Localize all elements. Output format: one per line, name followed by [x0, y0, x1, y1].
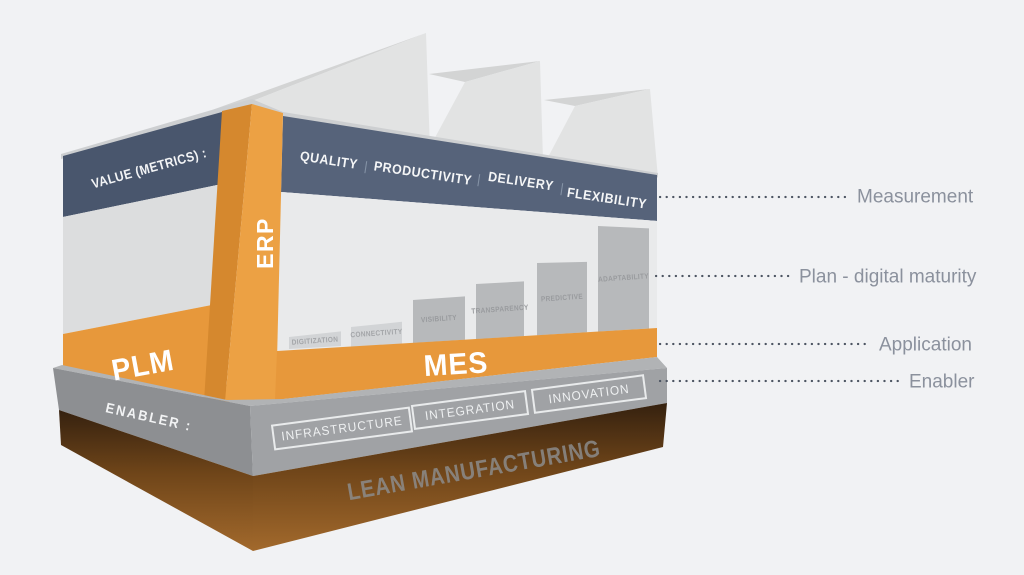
roof-tooth-1-shade [212, 33, 426, 110]
maturity-steps: DIGITIZATION CONNECTIVITY VISIBILITY TRA… [289, 226, 649, 349]
maturity-step-label: ADAPTABILITY [598, 273, 649, 284]
maturity-bar-2 [351, 321, 402, 347]
legend-label-application: Application [879, 335, 972, 356]
mes-band [275, 328, 657, 400]
metric-separator: | [363, 158, 369, 173]
factory-roof [212, 33, 658, 178]
enabler-box-outline [270, 406, 414, 451]
erp-pillar-label: ERP [252, 217, 278, 269]
lean-base-front [253, 403, 667, 551]
maturity-bar-4 [476, 281, 524, 340]
metric-separator: | [476, 171, 482, 186]
maturity-bar-5 [537, 261, 587, 336]
legend-label-plan-digital-maturity: Plan - digital maturity [799, 267, 977, 288]
mes-label: MES [423, 347, 489, 384]
value-metrics-band-left [63, 112, 222, 217]
maturity-step-label: TRANSPARENCY [471, 304, 529, 315]
roof-tooth-3-face [545, 89, 658, 178]
enabler-slab-left [53, 368, 253, 476]
metrics-band-front [281, 116, 657, 221]
maturity-bar-1 [289, 331, 341, 349]
maturity-step-label: VISIBILITY [421, 315, 457, 325]
legend: Measurement Plan - digital maturity Appl… [654, 187, 977, 393]
plm-band [63, 303, 227, 400]
lean-base-left [59, 410, 253, 551]
enabler-box-outline [530, 374, 648, 414]
maturity-step-label: CONNECTIVITY [350, 328, 403, 339]
enabler-slab-front [250, 368, 667, 476]
roof-tooth-2-face [431, 61, 543, 160]
erp-pillar-front [225, 104, 283, 402]
legend-label-enabler: Enabler [909, 372, 975, 393]
maturity-bar-6 [598, 226, 649, 332]
maturity-step-label: PREDICTIVE [541, 293, 584, 303]
erp-pillar-side [204, 104, 252, 402]
legend-label-measurement: Measurement [857, 187, 974, 208]
roof-tooth-2-shade [429, 61, 540, 82]
metric-separator: | [559, 180, 565, 195]
roof-tooth-3-shade [544, 89, 650, 106]
top-sliver-pillar-cap [222, 99, 283, 116]
enabler-box-outline [410, 390, 530, 430]
maturity-step-label: DIGITIZATION [291, 336, 338, 347]
left-face [63, 184, 222, 334]
maturity-bar-3 [413, 296, 465, 343]
